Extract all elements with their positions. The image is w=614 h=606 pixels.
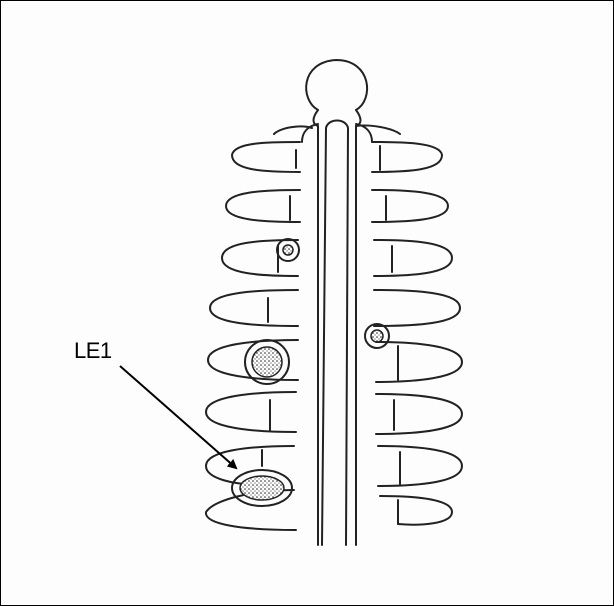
rachis-right-edge bbox=[356, 110, 361, 545]
rachis-left-edge bbox=[314, 110, 319, 545]
nucleus-right bbox=[371, 330, 383, 342]
apical-bulb bbox=[306, 60, 367, 110]
nucleus-medium bbox=[252, 347, 282, 377]
le1-arrow bbox=[120, 366, 236, 468]
rachis-channel bbox=[322, 121, 348, 546]
le1-label: LE1 bbox=[74, 338, 112, 364]
nucleus-small-upper bbox=[283, 245, 293, 255]
nucleus-le1 bbox=[240, 476, 284, 500]
